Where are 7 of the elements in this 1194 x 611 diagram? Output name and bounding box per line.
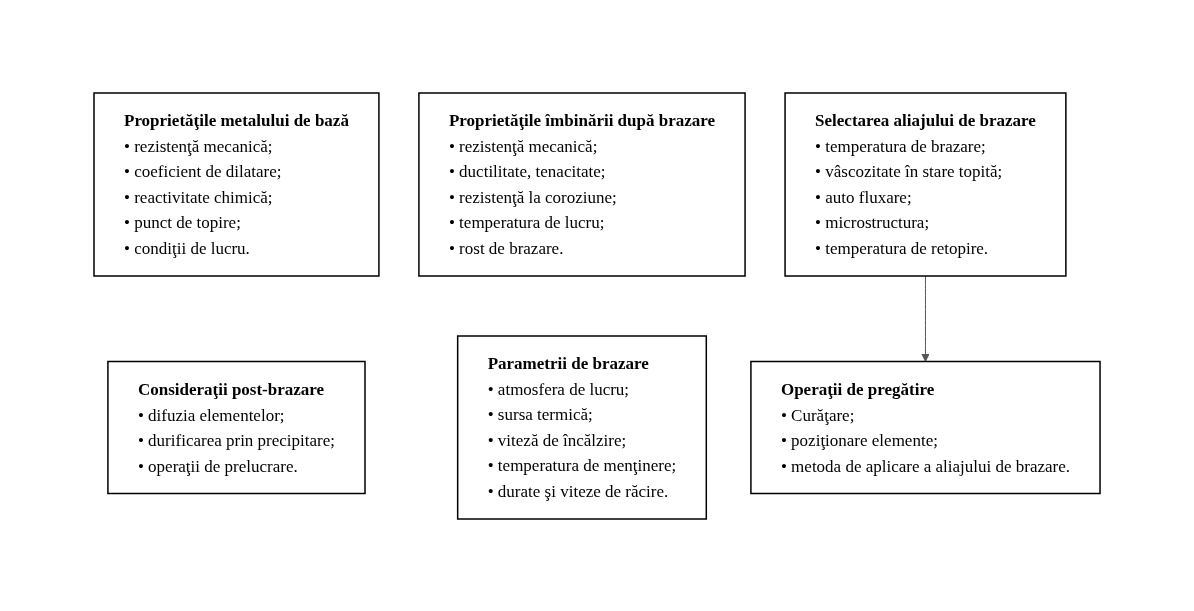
node-box: Operaţii de pregătire • Curăţare; • poziţionare elemente; • metoda de aplicare a aliajului de brazare. [750, 360, 1101, 494]
node-box: Consideraţii post-brazare • difuzia elementelor; • durificarea prin precipitare; • operaţii de prelucrare. [107, 360, 366, 494]
node-box: Proprietăţile îmbinării după brazare • rezistenţă mecanică; • ductilitate, tenacitate; • rezistenţă la coroziune; • temperatura de lucru; • rost de brazare. [418, 91, 746, 277]
node-box: Proprietăţile metalului de bază • rezistenţă mecanică; • coeficient de dilatare; • reactivitate chimică; • punct de topire; • condiţii de lucru. [93, 91, 380, 277]
node-box: Selectarea aliajului de brazare • temperatura de brazare; • vâscozitate în stare topită; • auto fluxare; • microstructura; • temperatura de retopire. [784, 91, 1067, 277]
arrow [921, 275, 930, 362]
node-box: Parametrii de brazare • atmosfera de lucru; • sursa termică; • viteză de încălzire; • temperatura de menţinere; • durate şi viteze de răcire. [456, 334, 708, 520]
